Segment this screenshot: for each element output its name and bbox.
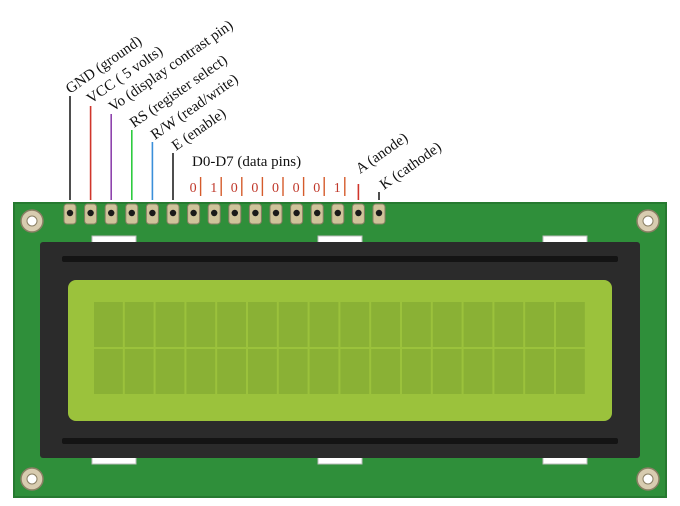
mount-hole-bottom-left <box>20 467 44 491</box>
lcd-character-cell <box>124 302 154 347</box>
lcd-character-cell <box>278 302 308 347</box>
header-pin <box>372 203 386 225</box>
lcd-character-cell <box>278 349 308 394</box>
header-pin <box>84 203 98 225</box>
header-pin <box>207 203 221 225</box>
header-pin <box>104 203 118 225</box>
lcd-character-cell <box>494 302 524 347</box>
header-pin <box>145 203 159 225</box>
lcd-character-cell <box>494 349 524 394</box>
lcd-character-cell <box>186 302 216 347</box>
mount-hole-top-right <box>636 209 660 233</box>
lcd-character-cell <box>432 349 462 394</box>
lcd-character-cell <box>340 349 370 394</box>
lcd-character-cell <box>124 349 154 394</box>
lcd-character-cell <box>309 349 339 394</box>
data-bit-2: 0 <box>231 181 238 196</box>
lcd-character-cell <box>402 349 431 394</box>
bezel-bottom-rail <box>62 438 618 444</box>
header-pin <box>228 203 242 225</box>
data-bit-3: 0 <box>251 181 258 196</box>
lcd-character-cell <box>155 302 185 347</box>
lcd-character-cell <box>248 349 277 394</box>
data-bit-1: 1 <box>210 181 217 196</box>
mount-hole-top-left <box>20 209 44 233</box>
bezel-top-rail <box>62 256 618 262</box>
lcd-character-cell <box>217 349 246 394</box>
header-pin <box>187 203 201 225</box>
lcd-character-cell <box>371 349 400 394</box>
data-bit-4: 0 <box>272 181 279 196</box>
lcd-character-cell <box>309 302 339 347</box>
header-pin <box>269 203 283 225</box>
header-pins <box>63 203 386 225</box>
data-bit-5: 0 <box>293 181 300 196</box>
lcd-character-cell <box>463 349 493 394</box>
lcd-character-cell <box>525 302 554 347</box>
lcd-character-cell <box>525 349 554 394</box>
data-bit-7: 1 <box>334 181 341 196</box>
lcd-character-cell <box>556 302 585 347</box>
lcd-character-cell <box>556 349 585 394</box>
header-pin <box>248 203 262 225</box>
lcd-character-cell <box>94 302 123 347</box>
lcd-character-cell <box>217 302 246 347</box>
label-data-pins: D0-D7 (data pins) <box>192 154 301 170</box>
header-pin <box>290 203 304 225</box>
lcd-character-cell <box>340 302 370 347</box>
mount-hole-bottom-right <box>636 467 660 491</box>
data-bit-0: 0 <box>190 181 197 196</box>
lcd-character-cell <box>155 349 185 394</box>
lcd-character-cell <box>463 302 493 347</box>
lcd-character-cell <box>94 349 123 394</box>
header-pin <box>166 203 180 225</box>
lcd-character-cell <box>432 302 462 347</box>
lcd-character-cell <box>248 302 277 347</box>
pin-wires <box>69 96 380 200</box>
lcd-character-cell <box>371 302 400 347</box>
header-pin <box>125 203 139 225</box>
header-pin <box>63 203 77 225</box>
header-pin <box>331 203 345 225</box>
header-pin <box>351 203 365 225</box>
lcd-character-cell <box>186 349 216 394</box>
header-pin <box>310 203 324 225</box>
lcd-character-grid <box>94 302 585 394</box>
data-bit-6: 0 <box>313 181 320 196</box>
lcd-character-cell <box>402 302 431 347</box>
